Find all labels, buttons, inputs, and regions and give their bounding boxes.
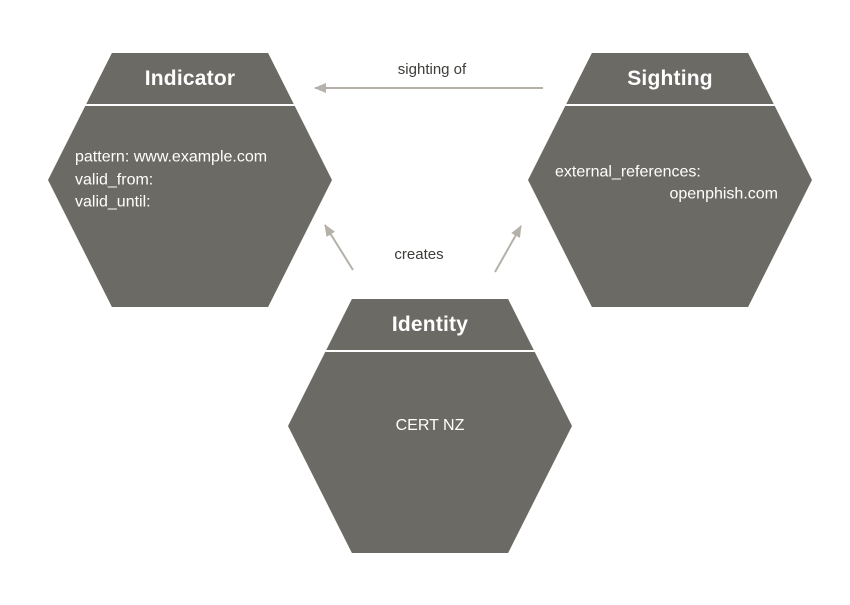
sighting-openphish-line: openphish.com bbox=[669, 185, 778, 203]
hexagon-sighting-body: external_references: openphish.com bbox=[528, 161, 812, 206]
hexagon-indicator-body: pattern: www.example.com valid_from: val… bbox=[48, 146, 332, 214]
hexagon-sighting-title: Sighting bbox=[627, 66, 713, 90]
hexagon-indicator-divider bbox=[48, 104, 332, 106]
hexagon-identity-body: CERT NZ bbox=[288, 415, 572, 438]
sighting-external-references-line: external_references: bbox=[555, 163, 701, 181]
hexagon-identity: Identity CERT NZ bbox=[288, 299, 572, 553]
indicator-valid-from-line: valid_from: bbox=[75, 170, 154, 188]
hexagon-identity-divider bbox=[288, 350, 572, 352]
indicator-pattern-line: pattern: www.example.com bbox=[75, 148, 268, 166]
hexagon-indicator-title: Indicator bbox=[144, 66, 236, 90]
hexagon-indicator: Indicator pattern: www.example.com valid… bbox=[48, 53, 332, 307]
identity-cert-nz-line: CERT NZ bbox=[395, 416, 465, 434]
hexagon-identity-title: Identity bbox=[391, 312, 469, 336]
hexagon-sighting: Sighting external_references: openphish.… bbox=[528, 53, 812, 307]
hexagon-sighting-divider bbox=[528, 104, 812, 106]
edge-label-creates: creates bbox=[394, 246, 444, 263]
edge-label-sighting-of: sighting of bbox=[397, 61, 467, 78]
indicator-valid-until-line: valid_until: bbox=[75, 193, 151, 211]
